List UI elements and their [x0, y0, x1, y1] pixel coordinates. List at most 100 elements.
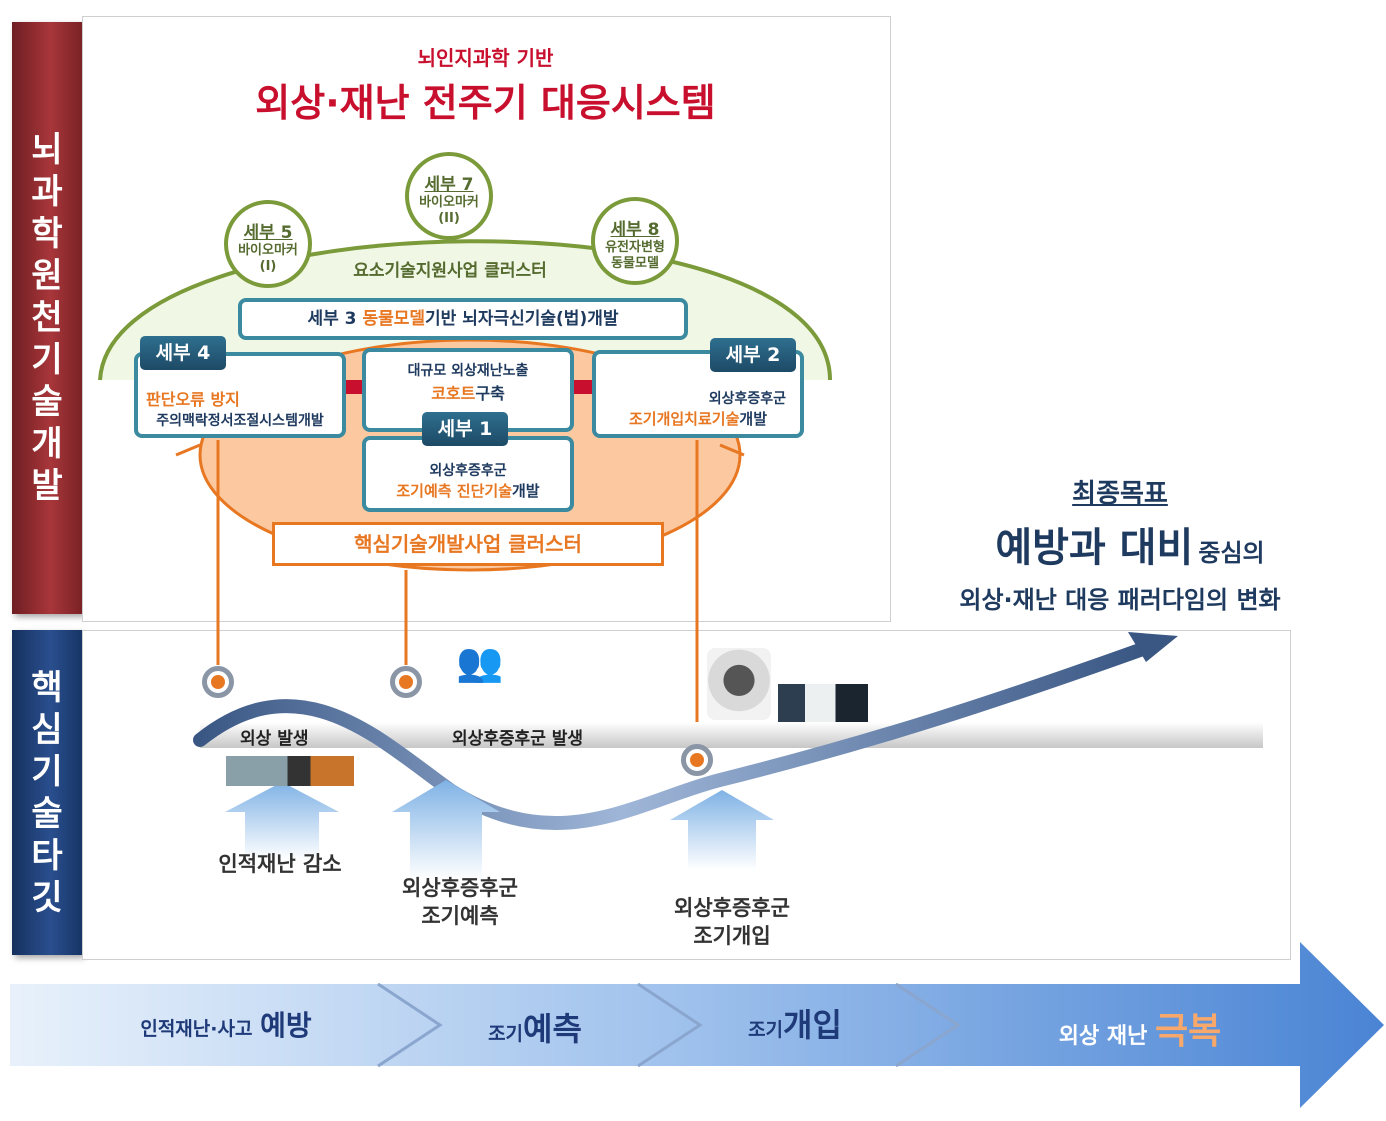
label-char: 핵	[31, 667, 63, 708]
satellite-text: 바이오마커	[238, 243, 298, 258]
stage-prediction: 조기예측	[440, 1004, 630, 1050]
goal-line2: 외상·재난 대응 패러다임의 변화	[959, 586, 1281, 614]
stage-big: 극복	[1155, 1011, 1222, 1052]
label-char: 기	[31, 340, 63, 380]
caption-line: 외상후증후군	[402, 876, 518, 900]
detail-1-accent: 조기예측 진단기술	[396, 482, 512, 500]
label-char: 뇌	[31, 130, 63, 170]
satellite-sub: 동물모델	[611, 256, 659, 271]
target-dot	[399, 675, 413, 689]
chevron-icon	[637, 982, 703, 1068]
app-screens	[778, 684, 868, 722]
satellite-detail-8: 세부 8 유전자변형 동물모델	[591, 197, 679, 285]
satellite-detail-5: 세부 5 바이오마커 (I)	[224, 200, 312, 288]
target-caption-2: 외상후증후군 조기예측	[360, 874, 560, 930]
detail-1-suffix: 개발	[512, 482, 540, 500]
caption-line: 조기개입	[693, 924, 771, 948]
goal-small: 중심의	[1198, 539, 1265, 567]
stage-intervention: 조기개입	[700, 1000, 890, 1046]
detail-3-suffix: 기반 뇌자극신기술(법)개발	[425, 309, 619, 329]
cohort-suffix: 구축	[475, 384, 505, 403]
trajectory-arrowhead	[1128, 632, 1178, 662]
satellite-text: 바이오마커	[419, 195, 479, 210]
satellite-detail-7: 세부 7 바이오마커 (II)	[405, 152, 493, 240]
target-marker	[390, 666, 422, 698]
satellite-head: 세부 8	[610, 220, 660, 240]
up-arrow	[392, 780, 500, 880]
stage-big: 예방	[260, 1009, 312, 1042]
label-char: 술	[31, 382, 63, 422]
target-caption-1: 인적재난 감소	[180, 850, 380, 878]
label-char: 개	[31, 424, 63, 464]
disaster-photos	[226, 756, 354, 786]
label-char: 원	[31, 256, 63, 296]
target-caption-3: 외상후증후군 조기개입	[632, 894, 832, 950]
chevron-icon	[377, 982, 443, 1068]
detail-3-accent: 동물모델	[362, 309, 425, 329]
label-char: 과	[31, 172, 63, 212]
stage-prevention: 인적재난·사고 예방	[96, 1004, 356, 1044]
title-subtitle: 뇌인지과학 기반	[417, 46, 554, 70]
detail-4-tag: 세부 4	[140, 336, 226, 370]
stage-overcome: 외상 재난 극복	[1010, 1002, 1270, 1054]
label-char: 천	[31, 298, 63, 338]
cohort-accent: 코호트	[431, 384, 476, 403]
target-dot	[690, 753, 704, 767]
stage-small: 조기	[748, 1019, 784, 1041]
detail-2-suffix: 개발	[739, 410, 767, 428]
detail-4-box: 판단오류 방지 주의맥락정서조절시스템개발	[134, 352, 346, 438]
satellite-head: 세부 7	[424, 175, 474, 195]
core-cluster-label: 핵심기술개발사업 클러스터	[354, 532, 582, 556]
goal-big: 예방과 대비	[995, 525, 1194, 571]
target-marker	[202, 666, 234, 698]
caption-line: 인적재난 감소	[218, 852, 342, 876]
label-char: 기	[31, 751, 63, 792]
detail-3-box: 세부 3 동물모델기반 뇌자극신기술(법)개발	[238, 298, 688, 340]
label-char: 학	[31, 214, 63, 254]
detail-2-tag: 세부 2	[710, 338, 796, 372]
target-marker	[681, 744, 713, 776]
up-arrow	[225, 782, 339, 860]
device-image	[707, 648, 771, 720]
label-char: 깃	[31, 877, 63, 918]
flow-arrow-body	[10, 942, 1384, 1108]
stage-small: 조기	[488, 1023, 524, 1045]
chevron-icon	[895, 982, 961, 1068]
label-char: 발	[31, 466, 63, 506]
vertical-label-core-target: 핵 심 기 술 타 깃	[12, 630, 82, 955]
satellite-text: 유전자변형	[605, 240, 665, 255]
stage-small: 외상 재난	[1058, 1024, 1148, 1049]
detail-2-line1: 외상후증후군	[708, 391, 786, 407]
detail-1-tag: 세부 1	[422, 412, 508, 446]
event-trauma: 외상 발생	[240, 729, 309, 749]
up-arrow	[670, 790, 774, 870]
goal-label: 최종목표	[1072, 479, 1168, 509]
detail-3-prefix: 세부 3	[307, 309, 363, 329]
caption-line: 외상후증후군	[674, 896, 790, 920]
detail-1-line2: 조기예측 진단기술개발	[366, 480, 570, 501]
detail-2-accent: 조기개입치료기술	[628, 410, 740, 428]
support-cluster-label: 요소기술지원사업 클러스터	[353, 261, 547, 281]
vertical-label-brain-science: 뇌 과 학 원 천 기 술 개 발	[12, 22, 82, 614]
label-char: 심	[31, 709, 63, 750]
people-pictogram: 👥	[456, 640, 504, 684]
label-char: 타	[31, 835, 63, 876]
title-main: 외상·재난 전주기 대응시스템	[255, 81, 716, 125]
stage-small: 인적재난·사고	[140, 1018, 253, 1040]
detail-1-line1: 외상후증후군	[429, 463, 507, 479]
tick-mark	[175, 443, 201, 457]
trajectory-curve	[193, 643, 1147, 830]
satellite-sub: (II)	[438, 211, 460, 226]
detail-4-line1: 판단오류 방지	[146, 390, 240, 409]
tick-mark	[719, 443, 745, 457]
stage-big: 개입	[783, 1006, 842, 1044]
satellite-head: 세부 5	[243, 223, 293, 243]
label-char: 술	[31, 793, 63, 834]
stage-big: 예측	[523, 1010, 582, 1048]
goal-headline: 예방과 대비 중심의	[920, 515, 1340, 573]
event-ptsd: 외상후증후군 발생	[452, 729, 584, 749]
satellite-sub: (I)	[259, 259, 277, 274]
cohort-line2: 코호트구축	[366, 380, 570, 404]
